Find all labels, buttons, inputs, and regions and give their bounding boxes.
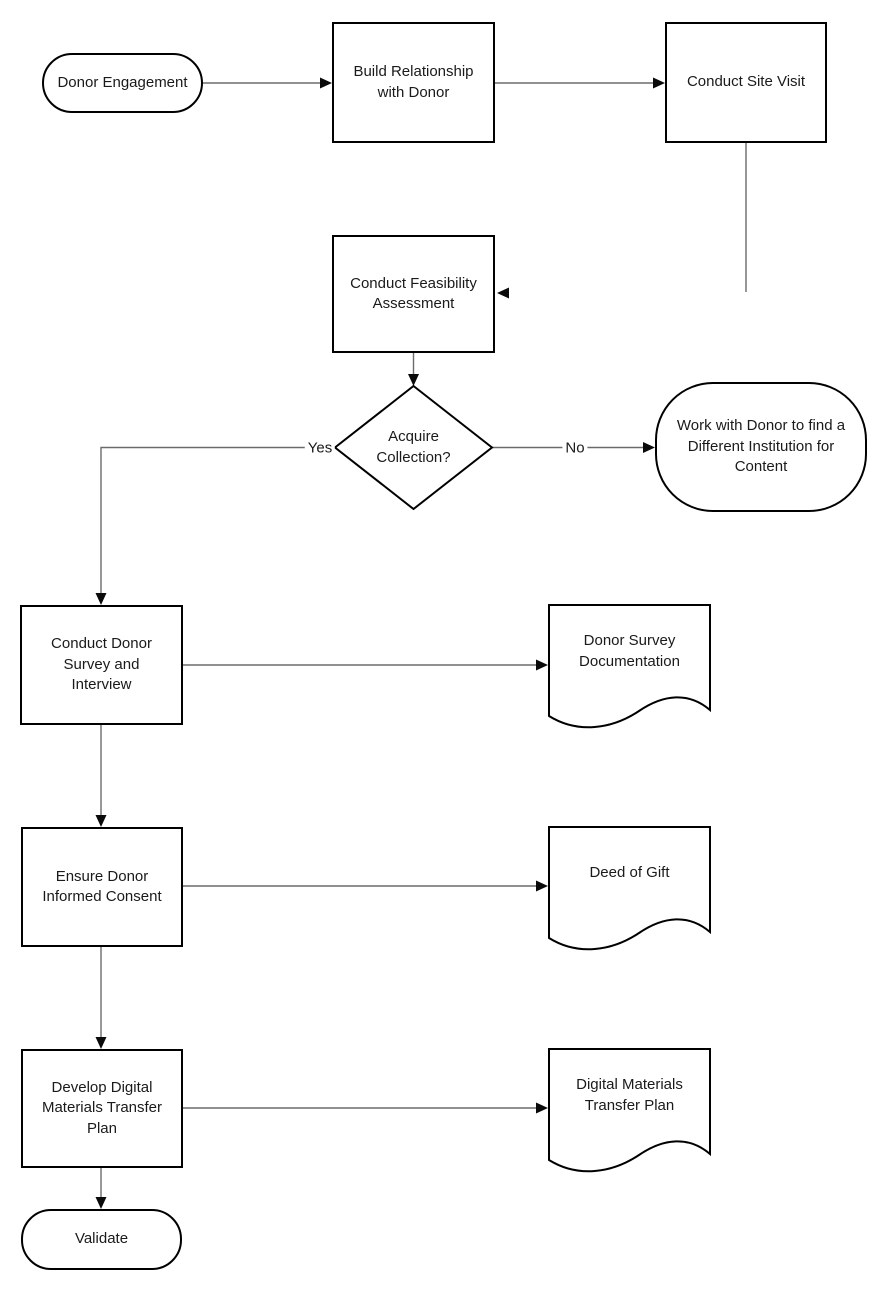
node-develop-transfer-plan: Develop Digital Materials Transfer Plan bbox=[21, 1049, 183, 1168]
arrowhead-into-build bbox=[320, 77, 332, 89]
node-informed-consent-label: Ensure Donor Informed Consent bbox=[42, 867, 162, 906]
arrowhead-into-survey-doc bbox=[536, 659, 548, 671]
node-validate: Validate bbox=[21, 1209, 182, 1270]
arrowhead-into-validate bbox=[95, 1197, 107, 1209]
node-donor-engagement-label: Donor Engagement bbox=[57, 73, 188, 91]
arrowhead-into-feasibility bbox=[497, 287, 509, 299]
document-shape-deed bbox=[548, 826, 711, 951]
document-shape-transfer-plan bbox=[548, 1048, 711, 1173]
arrowhead-into-donor-survey bbox=[95, 593, 107, 605]
node-conduct-site-visit-label: Conduct Site Visit bbox=[686, 73, 806, 91]
arrowhead-into-plan bbox=[95, 1037, 107, 1049]
node-donor-survey: Conduct Donor Survey and Interview bbox=[20, 605, 183, 725]
node-work-with-donor: Work with Donor to find a Different Inst… bbox=[655, 382, 867, 512]
node-donor-engagement: Donor Engagement bbox=[42, 53, 203, 113]
node-validate-label: Validate bbox=[74, 1230, 129, 1248]
arrowhead-into-work-with-donor bbox=[643, 442, 655, 453]
node-build-relationship: Build Relationship with Donor bbox=[332, 22, 495, 143]
document-shape-survey bbox=[548, 604, 711, 729]
node-donor-survey-label: Conduct Donor Survey and Interview bbox=[51, 635, 152, 694]
node-build-relationship-label: Build Relationship with Donor bbox=[353, 63, 474, 101]
node-informed-consent: Ensure Donor Informed Consent bbox=[21, 827, 183, 947]
node-feasibility: Conduct Feasibility Assessment bbox=[332, 235, 495, 353]
node-conduct-site-visit: Conduct Site Visit bbox=[665, 22, 827, 143]
edge-yes-branch bbox=[100, 446, 335, 595]
node-work-with-donor-label: Work with Donor to find a Different Inst… bbox=[676, 417, 846, 476]
arrowhead-into-sitevisit bbox=[653, 77, 665, 89]
node-develop-transfer-plan-label: Develop Digital Materials Transfer Plan bbox=[41, 1078, 163, 1137]
arrowhead-into-consent bbox=[95, 815, 107, 827]
arrowhead-into-deed bbox=[536, 880, 548, 892]
arrowhead-into-plan-doc bbox=[536, 1102, 548, 1114]
edge-label-yes: Yes bbox=[304, 439, 336, 457]
node-feasibility-label: Conduct Feasibility Assessment bbox=[350, 274, 477, 313]
arrowhead-into-decision bbox=[408, 374, 419, 386]
edge-label-no: No bbox=[562, 439, 588, 457]
decision-diamond-shape bbox=[333, 384, 494, 511]
